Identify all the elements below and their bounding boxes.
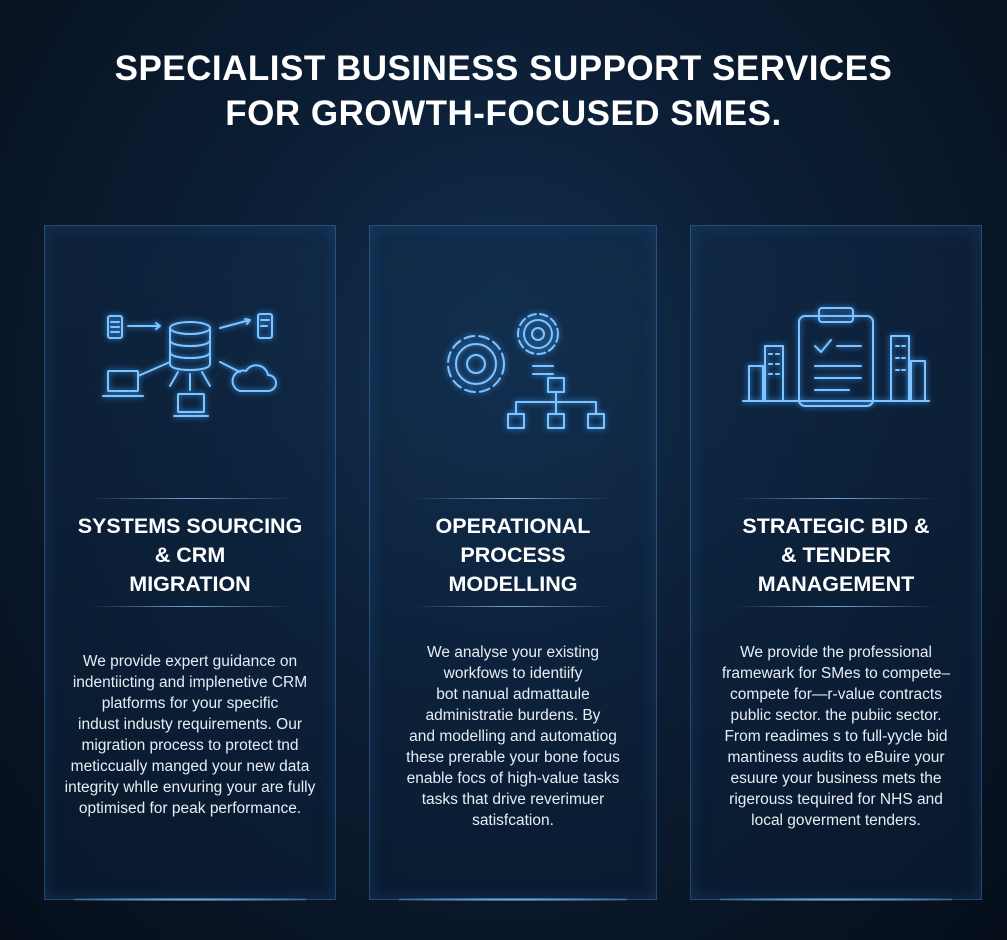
heading-line: PROCESS	[460, 543, 566, 567]
description-line: tasks that drive reverimuer	[421, 791, 605, 808]
service-card-process-modelling: OPERATIONAL PROCESS MODELLING We analyse…	[369, 225, 657, 901]
description-line: mantiness audits to eBuire your	[727, 749, 945, 766]
divider	[88, 606, 292, 607]
heading-line: MIGRATION	[129, 572, 251, 596]
heading-line: STRATEGIC BID &	[742, 514, 930, 538]
description-line: local goverment tenders.	[751, 812, 921, 829]
description-line: meticcually manged your new data	[70, 758, 310, 775]
heading-line: OPERATIONAL	[435, 514, 591, 538]
heading-line: MANAGEMENT	[757, 572, 915, 596]
description-line: enable focs of high-value tasks	[406, 770, 620, 787]
title-line-1: SPECIALIST BUSINESS SUPPORT SERVICES	[114, 49, 893, 88]
heading-line: MODELLING	[448, 572, 578, 596]
description-line: workfows to identiify	[443, 665, 583, 682]
description-line: bot nanual admattaule	[436, 686, 590, 703]
heading-line: & CRM	[154, 543, 226, 567]
service-card-systems-sourcing: SYSTEMS SOURCING & CRM MIGRATION We prov…	[44, 225, 336, 901]
description-line: rigerouss tequired for NHS and	[729, 791, 943, 808]
title-line-2: FOR GROWTH-FOCUSED SMES.	[225, 94, 782, 133]
divider	[734, 606, 938, 607]
card-description: We provide expert guidance on indentiict…	[55, 651, 325, 819]
service-card-bid-tender: STRATEGIC BID & & TENDER MANAGEMENT We p…	[690, 225, 982, 901]
card-description: We analyse your existing workfows to ide…	[380, 642, 646, 831]
description-line: administratie burdens. By	[425, 707, 601, 724]
card-heading: SYSTEMS SOURCING & CRM MIGRATION	[45, 512, 335, 599]
database-network-icon	[102, 313, 277, 417]
description-line: We provide expert guidance on	[82, 653, 298, 670]
divider	[412, 606, 614, 607]
page-title: SPECIALIST BUSINESS SUPPORT SERVICES FOR…	[0, 46, 1007, 136]
heading-line: SYSTEMS SOURCING	[77, 514, 303, 538]
description-line: platforms for your specific	[101, 695, 279, 712]
clipboard-city-icon	[742, 307, 930, 407]
card-description: We provide the professional framewark fo…	[701, 642, 971, 831]
description-line: compete for—r-value contracts	[730, 686, 942, 703]
divider	[734, 498, 938, 499]
divider	[88, 498, 292, 499]
description-line: satisfcation.	[472, 812, 554, 829]
description-line: migration process to protect tnd	[81, 737, 299, 754]
description-line: indust industy requirements. Our	[78, 716, 302, 733]
heading-line: & TENDER	[781, 543, 891, 567]
description-line: integrity whlle envuring your are fully	[64, 779, 316, 796]
gears-flowchart-icon	[447, 313, 605, 429]
description-line: public sector. the pubiic sector.	[730, 707, 942, 724]
description-line: framewark for SMes to compete–	[721, 665, 951, 682]
description-line: and modelling and automatiog	[409, 728, 617, 745]
card-heading: OPERATIONAL PROCESS MODELLING	[370, 512, 656, 599]
description-line: optimised for peak performance.	[78, 800, 302, 817]
description-line: We provide the professional	[740, 644, 932, 661]
card-heading: STRATEGIC BID & & TENDER MANAGEMENT	[691, 512, 981, 599]
divider	[412, 498, 614, 499]
description-line: From readimes s to full-yycle bid	[724, 728, 948, 745]
description-line: esuure your business mets the	[730, 770, 942, 787]
description-line: indentiicting and implenetive CRM	[72, 674, 308, 691]
description-line: these prerable your bone focus	[406, 749, 620, 766]
description-line: We analyse your existing	[426, 644, 600, 661]
